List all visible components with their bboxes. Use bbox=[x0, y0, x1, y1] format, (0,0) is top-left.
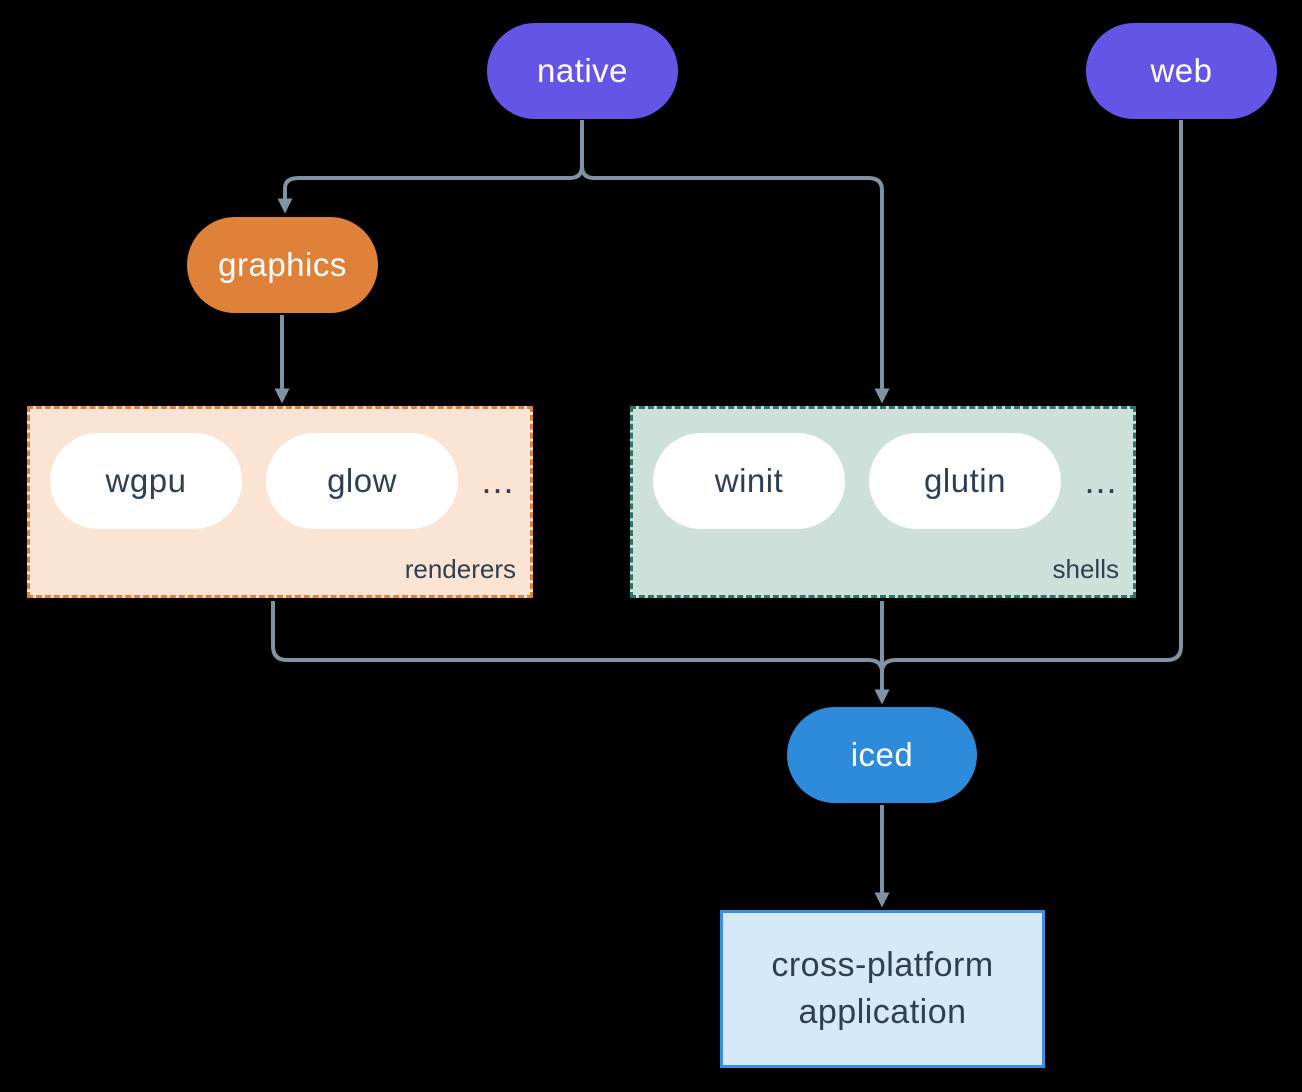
node-wgpu-label: wgpu bbox=[105, 462, 187, 499]
application-label-line1: cross-platform bbox=[771, 946, 994, 984]
node-winit-label: winit bbox=[714, 462, 784, 499]
node-graphics-label: graphics bbox=[218, 246, 347, 283]
node-web: web bbox=[1086, 23, 1277, 119]
node-iced-label: iced bbox=[850, 736, 914, 773]
node-graphics: graphics bbox=[187, 217, 378, 313]
edge-native-to-shells bbox=[580, 120, 890, 404]
node-iced: iced bbox=[787, 707, 977, 803]
shells-group-label: shells bbox=[1052, 554, 1119, 584]
edge-renderers-to-merge bbox=[271, 601, 884, 673]
renderers-group-label: renderers bbox=[404, 554, 516, 584]
group-shells: winit glutin ... shells bbox=[630, 406, 1136, 598]
node-glow: glow bbox=[266, 433, 458, 529]
group-renderers: wgpu glow ... renderers bbox=[27, 406, 533, 598]
node-glutin-label: glutin bbox=[924, 462, 1006, 499]
edge-native-to-graphics bbox=[277, 120, 584, 214]
node-winit: winit bbox=[653, 433, 845, 529]
node-glutin: glutin bbox=[869, 433, 1061, 529]
node-native-label: native bbox=[536, 52, 629, 89]
node-glow-label: glow bbox=[327, 462, 397, 499]
node-native: native bbox=[487, 23, 678, 119]
node-web-label: web bbox=[1150, 52, 1213, 89]
node-wgpu: wgpu bbox=[50, 433, 242, 529]
renderers-ellipsis: ... bbox=[481, 460, 515, 501]
shells-ellipsis: ... bbox=[1084, 460, 1118, 501]
application-label-line2: application bbox=[798, 993, 967, 1031]
node-cross-platform-application: cross-platform application bbox=[720, 910, 1045, 1068]
